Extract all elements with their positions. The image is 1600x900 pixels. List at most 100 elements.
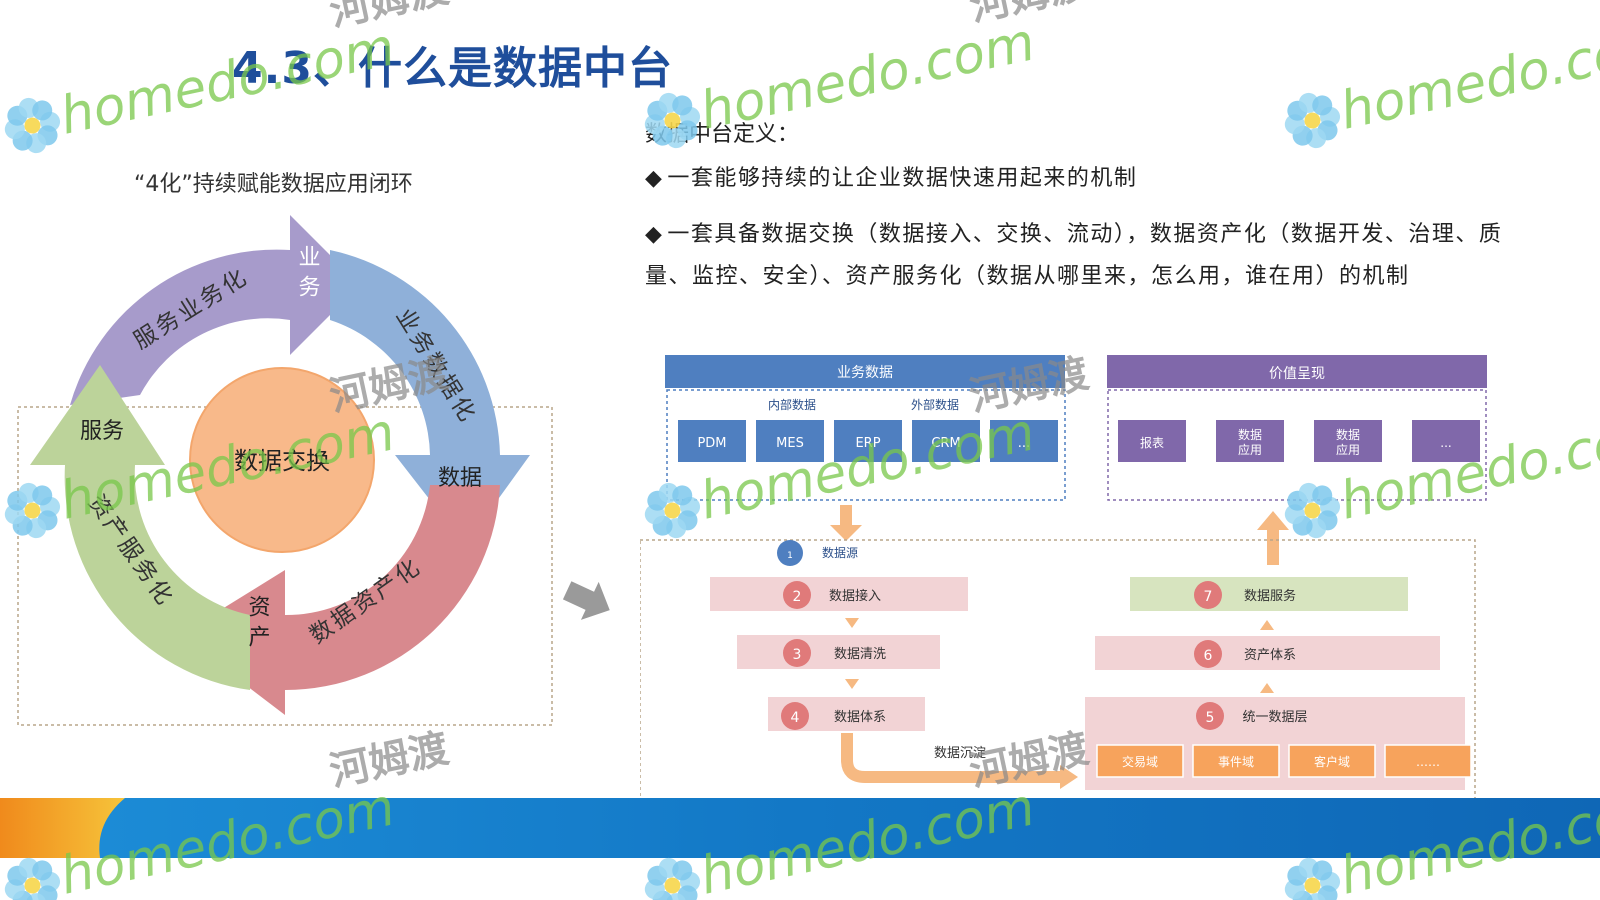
bullet-mark-icon: ◆ <box>645 222 664 247</box>
domain-box-label: …… <box>1416 755 1440 769</box>
system-box-bg <box>678 420 746 462</box>
bullet-text: 一套具备数据交换（数据接入、交换、流动），数据资产化（数据开发、治理、质量、监控… <box>645 222 1503 289</box>
arrowhead-label-asset: 资产 <box>245 595 271 655</box>
system-box: ERP <box>834 420 902 462</box>
system-box: CRM <box>912 420 980 462</box>
system-box-bg <box>756 420 824 462</box>
value-box-bg <box>1216 420 1284 462</box>
step-num-3: 3 <box>793 647 802 663</box>
sink-arrow-icon <box>1060 765 1078 789</box>
value-box: 数据应用 <box>1314 420 1382 462</box>
center-label: 数据交换 <box>234 447 330 475</box>
watermark-flower-icon <box>1284 857 1341 900</box>
value-box-label: ... <box>1440 436 1451 450</box>
source-step-num: 1 <box>787 551 793 561</box>
arrowhead-label-business: 业务 <box>295 245 320 305</box>
watermark-cn: 河姆渡 <box>966 0 1093 31</box>
watermark-flower-icon <box>4 97 61 154</box>
arc-green <box>30 365 250 690</box>
step-bar-2 <box>710 577 968 611</box>
arrowhead-label-service: 服务 <box>80 419 124 444</box>
value-box-label: 报表 <box>1140 435 1164 450</box>
value-box-label: 数据 <box>1238 427 1262 442</box>
system-boxes: PDM MES ERP CRM... <box>678 420 1058 462</box>
step-num-6: 6 <box>1204 648 1213 664</box>
center-circle <box>189 367 375 553</box>
banner-accent <box>0 798 125 858</box>
down-arrow-icon <box>830 505 862 541</box>
source-step-circle <box>777 540 803 566</box>
system-box-label: ERP <box>855 436 880 451</box>
step-label-3: 数据清洗 <box>834 647 886 662</box>
system-box-label: CRM <box>931 436 960 451</box>
step-num-5: 5 <box>1206 710 1215 726</box>
step-bar-7 <box>1130 577 1408 611</box>
step-arrow-icon <box>1260 683 1274 693</box>
value-box: ... <box>1412 420 1480 462</box>
transition-arrow <box>562 581 610 620</box>
step-label-5: 统一数据层 <box>1242 710 1307 725</box>
up-arrow-icon <box>1257 511 1289 565</box>
value-box-label: 应用 <box>1336 442 1360 457</box>
value-box-bg <box>1412 420 1480 462</box>
step-circle-7 <box>1194 581 1222 609</box>
bottom-banner <box>0 798 1600 858</box>
step-label-2: 数据接入 <box>829 588 881 604</box>
step-num-4: 4 <box>791 710 800 726</box>
system-box-label: ... <box>1018 436 1030 451</box>
bullet-text: 一套能够持续的让企业数据快速用起来的机制 <box>667 166 1138 191</box>
value-box-bg <box>1314 420 1382 462</box>
step-arrow-icon <box>845 679 859 689</box>
arc-purple <box>70 215 360 405</box>
arc-red <box>180 485 500 715</box>
value-header-bg <box>1107 355 1487 388</box>
system-box: ... <box>990 420 1058 462</box>
value-frame <box>1107 389 1487 501</box>
value-box: 报表 <box>1118 420 1186 462</box>
definition-heading: 数据中台定义： <box>645 122 800 147</box>
external-data-label: 外部数据 <box>911 397 959 412</box>
domain-box-bg <box>1384 744 1472 778</box>
step-circle-6 <box>1194 640 1222 668</box>
arrowhead-label-data: 数据 <box>438 466 482 491</box>
watermark-flower-icon <box>1284 92 1341 149</box>
watermark-brand: homedo.com <box>1335 12 1600 141</box>
sink-label: 数据沉淀 <box>934 746 986 761</box>
step-num-7: 7 <box>1204 589 1213 605</box>
value-boxes: 报表数据应用数据应用... <box>1118 420 1480 462</box>
bullet-mark-icon: ◆ <box>645 166 664 191</box>
system-box: MES <box>756 420 824 462</box>
step-label-4: 数据体系 <box>834 710 886 725</box>
domain-box-bg <box>1288 744 1376 778</box>
system-box-label: PDM <box>697 436 726 451</box>
domain-box-bg <box>1096 744 1184 778</box>
value-box-bg <box>1118 420 1186 462</box>
cycle-diagram: 数据交换 服务业务化 业务数据化 数据资产化 资产服务化 业务 数据 资产 服务 <box>17 215 553 726</box>
process-frame <box>640 539 1476 806</box>
step-arrow-icon <box>1260 620 1274 630</box>
step-label-6: 资产体系 <box>1244 648 1296 663</box>
domain-box: …… <box>1384 744 1472 778</box>
cycle-caption: “4化”持续赋能数据应用闭环 <box>134 172 413 197</box>
domain-boxes: 交易域事件域客户域…… <box>1096 744 1472 778</box>
definition-bullet-1: ◆一套能够持续的让企业数据快速用起来的机制 <box>645 158 1545 200</box>
watermark-flower-icon <box>644 857 701 900</box>
watermark-cn: 河姆渡 <box>326 0 453 36</box>
page-title: 4.3、什么是数据中台 <box>232 43 673 94</box>
value-box: 数据应用 <box>1216 420 1284 462</box>
business-data-header: 业务数据 <box>837 365 893 381</box>
step-circle-4 <box>781 702 809 730</box>
domain-box-label: 客户域 <box>1314 754 1350 769</box>
domain-box: 交易域 <box>1096 744 1184 778</box>
system-box-bg <box>912 420 980 462</box>
value-header: 价值呈现 <box>1269 366 1325 382</box>
domain-box-label: 交易域 <box>1122 754 1158 769</box>
step-arrow-icon <box>845 618 859 628</box>
system-box: PDM <box>678 420 746 462</box>
business-data-header-bg <box>665 355 1065 388</box>
step-num-2: 2 <box>793 589 802 605</box>
step-circle-2 <box>783 581 811 609</box>
internal-data-label: 内部数据 <box>768 397 816 412</box>
value-box-label: 应用 <box>1238 442 1262 457</box>
